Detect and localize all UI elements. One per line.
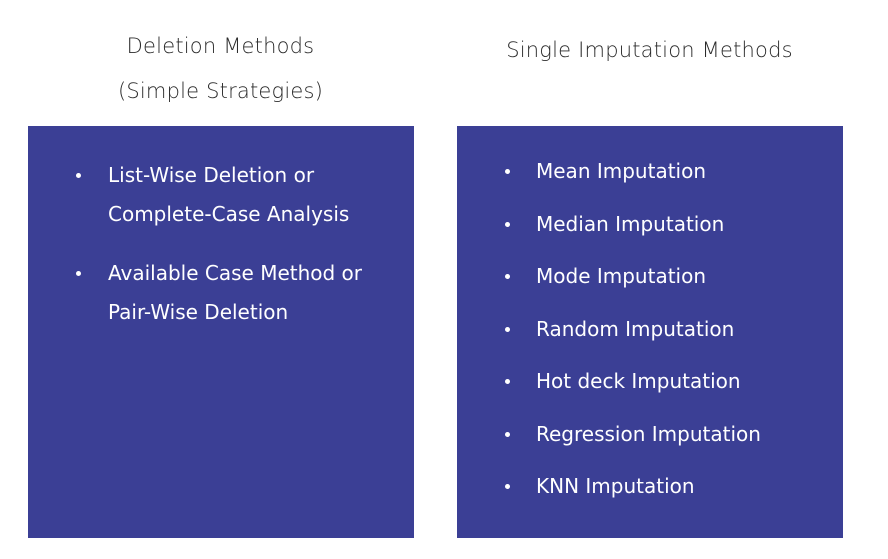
deletion-methods-panel: List-Wise Deletion or Complete-Case Anal… [28, 126, 414, 538]
list-item: List-Wise Deletion or Complete-Case Anal… [76, 156, 408, 234]
single-imputation-methods-heading: Single Imputation Methods [506, 38, 793, 62]
list-item-label: Mode Imputation [536, 264, 707, 288]
list-item-label: Regression Imputation [536, 421, 761, 446]
list-item-label: Median Imputation [536, 211, 725, 236]
bullet-icon [505, 274, 510, 279]
list-item-line: List-Wise Deletion or [108, 163, 315, 187]
list-item: Regression Imputation [505, 419, 836, 472]
list-item-label: Hot deck Imputation [536, 369, 741, 393]
list-item-label: Random Imputation [536, 316, 735, 341]
single-imputation-methods-list: Mean Imputation Median Imputation Mode I… [505, 156, 836, 524]
bullet-icon [76, 271, 81, 276]
deletion-methods-title: Deletion Methods [126, 34, 315, 58]
deletion-methods-heading: Deletion Methods (Simple Strategies) [28, 24, 413, 114]
single-imputation-methods-panel: Mean Imputation Median Imputation Mode I… [457, 126, 843, 538]
bullet-icon [505, 484, 510, 489]
list-item-line: Complete-Case Analysis [108, 202, 350, 226]
bullet-icon [505, 379, 510, 384]
list-item: Hot deck Imputation [505, 366, 836, 419]
list-item-label: Mean Imputation [536, 159, 707, 183]
list-item: Mode Imputation [505, 261, 836, 314]
list-item: Mean Imputation [505, 156, 836, 209]
bullet-icon [505, 431, 510, 437]
list-item: Median Imputation [505, 209, 836, 262]
bullet-icon [76, 173, 81, 178]
deletion-methods-list: List-Wise Deletion or Complete-Case Anal… [76, 156, 408, 352]
list-item-label: KNN Imputation [536, 474, 695, 498]
list-item: KNN Imputation [505, 471, 836, 524]
bullet-icon [505, 169, 510, 174]
deletion-methods-subtitle: (Simple Strategies) [117, 79, 324, 103]
bullet-icon [505, 221, 510, 227]
bullet-icon [505, 326, 510, 332]
list-item: Random Imputation [505, 314, 836, 367]
list-item-line: Available Case Method or [108, 261, 363, 285]
list-item-line: Pair-Wise Deletion [108, 300, 289, 324]
list-item: Available Case Method or Pair-Wise Delet… [76, 254, 408, 332]
